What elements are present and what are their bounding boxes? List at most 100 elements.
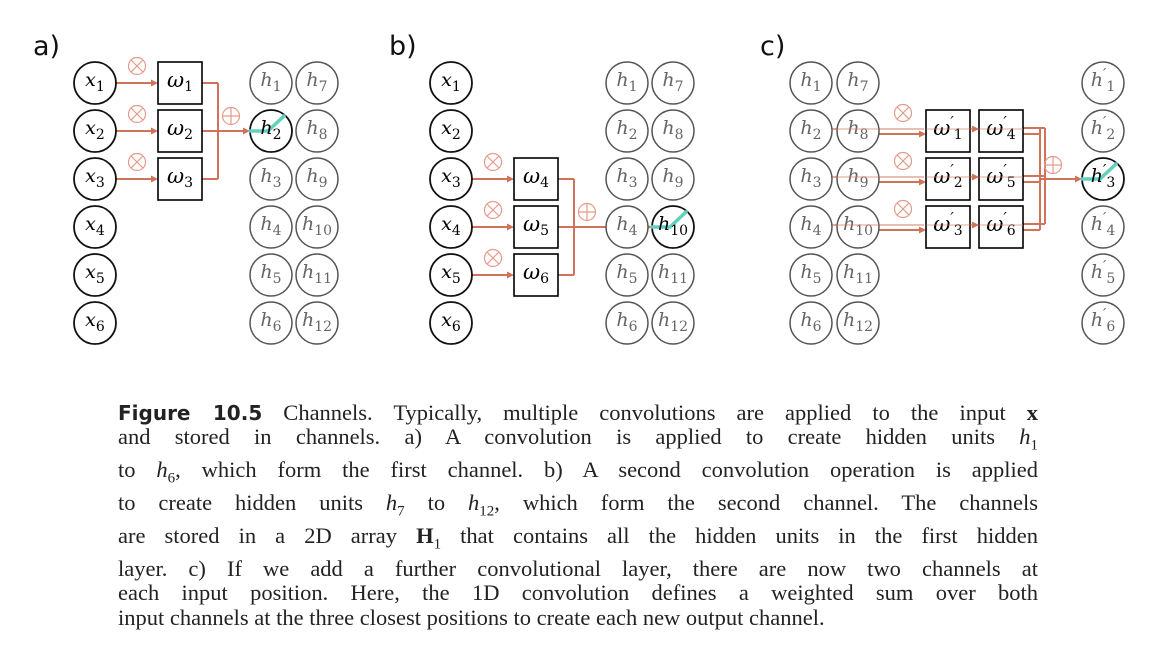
node-label: h2 xyxy=(616,117,637,143)
weight-box-channel-1: ω′1 xyxy=(925,109,971,153)
weight-box-channel-2: ω′5 xyxy=(978,157,1024,201)
output-node: h′1 xyxy=(1081,61,1125,105)
weight-box xyxy=(157,109,203,153)
hidden-node-channel-1: h4 xyxy=(789,205,833,249)
hidden-node-channel-2: h8 xyxy=(651,109,695,153)
node-label: h4 xyxy=(616,213,637,239)
node-label: h′4 xyxy=(1091,209,1116,239)
node-label: x5 xyxy=(85,261,105,287)
node-circle xyxy=(1081,109,1125,153)
output-node: h′4 xyxy=(1081,205,1125,249)
hidden-node-channel-2: h10 xyxy=(295,205,339,249)
weight-box-channel-2: ω′6 xyxy=(978,205,1024,249)
arrow-head xyxy=(243,127,250,135)
node-circle xyxy=(651,157,695,201)
op-stroke xyxy=(130,107,144,121)
node-circle xyxy=(789,253,833,297)
caption-text: , which form the first channel. b) A sec… xyxy=(175,457,1038,483)
node-circle xyxy=(295,61,339,105)
node-label: h10 xyxy=(302,213,332,239)
math-symbol: h xyxy=(156,457,168,483)
op-stroke xyxy=(486,203,500,217)
node-label: x6 xyxy=(85,309,105,335)
node-label: h12 xyxy=(658,309,688,335)
arrow-head xyxy=(972,125,979,133)
arrow-head xyxy=(1075,175,1082,183)
add-symbol xyxy=(221,106,241,126)
multiply-symbol xyxy=(127,104,147,124)
node-label: h5 xyxy=(260,261,281,287)
node-label: h6 xyxy=(260,309,281,335)
hidden-node-channel-1: h3 xyxy=(605,157,649,201)
input-node: x5 xyxy=(429,253,473,297)
weight-box xyxy=(978,157,1024,201)
hidden-node-channel-1: h5 xyxy=(605,253,649,297)
node-circle xyxy=(295,253,339,297)
bold-symbol: H xyxy=(416,523,434,549)
weight-label: ω2 xyxy=(167,116,193,144)
multiply-symbol xyxy=(127,152,147,172)
hidden-node-channel-1: h4 xyxy=(249,205,293,249)
node-circle xyxy=(651,301,695,345)
hidden-node-channel-2: h10 xyxy=(650,205,695,249)
weight-box-group: ω3 xyxy=(157,157,203,201)
input-node: x2 xyxy=(73,109,117,153)
op-circle xyxy=(893,199,913,219)
arrow-head xyxy=(507,271,514,279)
panel-label: b) xyxy=(389,31,417,62)
node-circle xyxy=(651,253,695,297)
node-circle xyxy=(429,253,473,297)
weight-label: ω4 xyxy=(523,164,549,192)
node-circle xyxy=(605,109,649,153)
caption-line: each input position. Here, the 1D convol… xyxy=(118,581,1038,605)
caption-line: and stored in channels. a) A convolution… xyxy=(118,425,1038,458)
node-label: h8 xyxy=(847,117,868,143)
node-label: x3 xyxy=(441,165,461,191)
arrow-head xyxy=(919,178,926,186)
node-label: h7 xyxy=(662,69,683,95)
node-circle xyxy=(789,301,833,345)
node-circle xyxy=(73,157,117,201)
node-label: h11 xyxy=(302,261,332,287)
weight-label: ω3 xyxy=(167,164,193,192)
op-circle xyxy=(483,200,503,220)
node-circle xyxy=(1081,205,1125,249)
highlight-mark xyxy=(1080,162,1118,181)
node-label: x1 xyxy=(441,69,461,95)
node-label: h12 xyxy=(302,309,332,335)
weight-box xyxy=(925,157,971,201)
node-circle xyxy=(249,61,293,105)
hidden-node-channel-1: h5 xyxy=(249,253,293,297)
math-symbol: h xyxy=(385,490,398,516)
hidden-node-channel-2: h12 xyxy=(295,301,339,345)
hidden-node-channel-2: h11 xyxy=(651,253,695,297)
node-label: x6 xyxy=(441,309,461,335)
node-label: h′3 xyxy=(1091,161,1116,191)
hidden-node-channel-1: h3 xyxy=(789,157,833,201)
input-node: x6 xyxy=(73,301,117,345)
input-node: x5 xyxy=(73,253,117,297)
weight-box xyxy=(157,157,203,201)
weight-box-channel-2: ω′4 xyxy=(978,109,1024,153)
input-node: x4 xyxy=(73,205,117,249)
subscript: 1 xyxy=(433,536,442,553)
op-circle xyxy=(893,103,913,123)
node-label: h4 xyxy=(260,213,281,239)
node-label: h′5 xyxy=(1091,257,1116,287)
op-circle xyxy=(127,104,147,124)
multiply-symbol xyxy=(893,151,913,171)
weight-box-channel-1: ω′2 xyxy=(925,157,971,201)
op-stroke xyxy=(486,251,500,265)
node-circle xyxy=(295,301,339,345)
hidden-node-channel-1: h5 xyxy=(789,253,833,297)
node-label: h′6 xyxy=(1091,305,1116,335)
caption-text: , which form the second channel. The cha… xyxy=(494,490,1038,516)
node-circle xyxy=(1081,61,1125,105)
caption-text: each input position. Here, the 1D convol… xyxy=(118,580,1038,606)
multiply-symbol xyxy=(483,248,503,268)
node-label: h5 xyxy=(616,261,637,287)
op-circle xyxy=(483,152,503,172)
add-symbol xyxy=(1043,155,1063,175)
node-circle xyxy=(789,109,833,153)
weight-label: ω5 xyxy=(523,212,549,240)
